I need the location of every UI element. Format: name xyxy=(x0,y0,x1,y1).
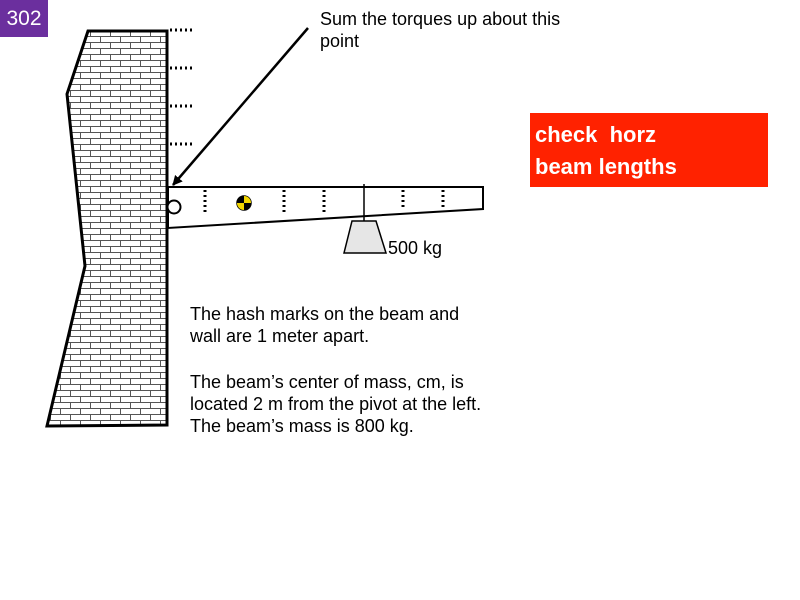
warning-line-2: beam lengths xyxy=(535,154,677,179)
horizontal-beam xyxy=(167,186,484,230)
center-of-mass-note: The beam’s center of mass, cm, is locate… xyxy=(190,371,490,437)
paragraph-1: The hash marks on the beam and wall are … xyxy=(190,304,460,346)
hash-marks-note: The hash marks on the beam and wall are … xyxy=(190,303,490,347)
torque-arrow xyxy=(172,27,309,186)
slide-number-badge: 302 xyxy=(0,0,48,37)
pivot-icon xyxy=(166,199,182,215)
paragraph-2: The beam’s center of mass, cm, is locate… xyxy=(190,372,482,436)
center-of-mass-icon xyxy=(236,195,252,211)
warning-line-1: check horz xyxy=(535,122,657,147)
wall-hash-marks xyxy=(170,28,192,146)
warning-box: check horz beam lengths xyxy=(530,113,768,187)
brick-wall xyxy=(45,29,169,428)
beam-hash-marks xyxy=(203,190,445,212)
callout-text: Sum the torques up about this point xyxy=(320,9,561,51)
hanging-weight xyxy=(343,220,388,254)
mass-label: 500 kg xyxy=(388,238,443,258)
